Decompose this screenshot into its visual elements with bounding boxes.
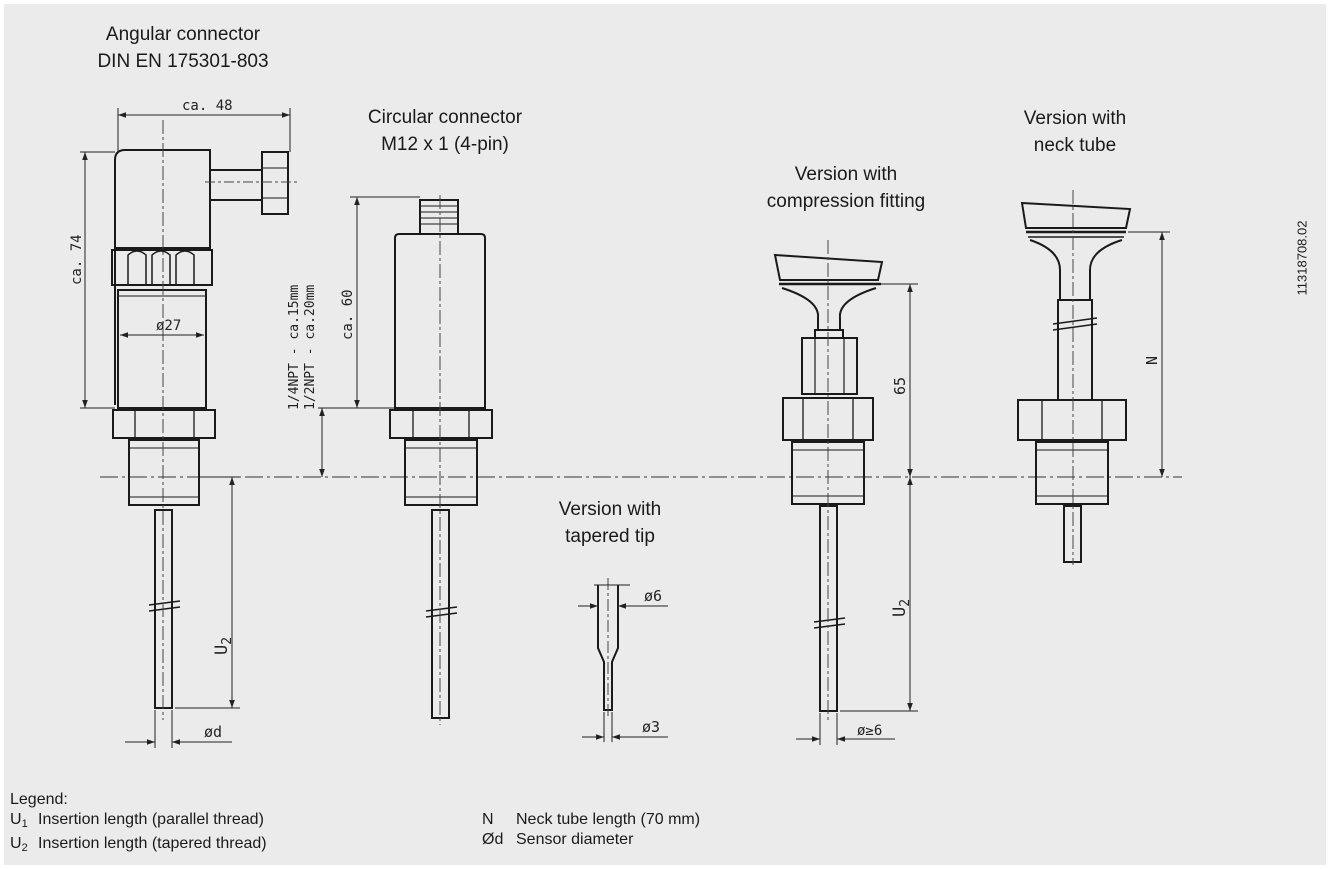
title-neck-line1: Version with	[1023, 108, 1127, 129]
legend-item-u2: U2 Insertion length (tapered thread)	[10, 834, 267, 858]
title-circular-line1: Circular connector	[367, 107, 523, 128]
dim-label-48: ca. 48	[182, 98, 233, 114]
dim-label-74: ca. 74	[69, 234, 85, 285]
legend-text-u1: Insertion length (parallel thread)	[38, 811, 264, 828]
legend-item-od: Ød Sensor diameter	[482, 830, 700, 850]
dim-label-npt-quarter: 1/4NPT - ca.15mm	[287, 285, 302, 410]
dim-label-6: ø6	[644, 587, 662, 605]
legend: Legend: U1 Insertion length (parallel thr…	[10, 790, 267, 858]
title-circular-connector: Circular connector M12 x 1 (4-pin)	[330, 104, 560, 158]
dim-label-65: 65	[891, 377, 909, 395]
legend-symbol-u2: U2	[10, 835, 28, 854]
title-neck-line2: neck tube	[1033, 135, 1117, 156]
legend-text-n: Neck tube length (70 mm)	[516, 811, 701, 828]
dim-label-u2-left: U2	[212, 637, 235, 655]
title-compression-line1: Version with	[794, 164, 898, 185]
dim-label-od: ød	[204, 723, 222, 741]
dim-label-60: ca. 60	[340, 289, 356, 340]
legend-heading: Legend:	[10, 791, 68, 808]
circular-connector-sensor	[389, 199, 493, 719]
legend-right: N Neck tube length (70 mm) Ød Sensor diame…	[482, 810, 700, 850]
dim-label-u2-right: U2	[890, 599, 913, 617]
title-compression-line2: compression fitting	[766, 191, 926, 212]
title-tapered-line2: tapered tip	[565, 526, 655, 547]
legend-item-n: N Neck tube length (70 mm)	[482, 810, 700, 830]
dim-label-27: ø27	[156, 318, 181, 334]
dim-label-ge6: ø≥6	[857, 723, 882, 739]
drawing-panel	[4, 4, 1326, 865]
legend-symbol-od: Ød	[482, 831, 504, 848]
document-number: 11318708.02	[1294, 220, 1310, 296]
legend-symbol-n: N	[482, 811, 494, 828]
title-tapered-tip: Version with tapered tip	[530, 496, 690, 550]
dim-label-3: ø3	[642, 718, 660, 736]
title-angular-connector: Angular connector DIN EN 175301-803	[62, 21, 304, 75]
title-neck-tube: Version with neck tube	[985, 105, 1165, 159]
dim-label-n: N	[1143, 356, 1161, 365]
title-circular-line2: M12 x 1 (4-pin)	[381, 134, 509, 155]
legend-item-u1: U1 Insertion length (parallel thread)	[10, 810, 267, 834]
neck-tube-sensor	[1017, 201, 1132, 563]
legend-text-od: Sensor diameter	[516, 831, 634, 848]
title-angular-line2: DIN EN 175301-803	[97, 51, 269, 72]
legend-text-u2: Insertion length (tapered thread)	[38, 835, 267, 852]
title-compression-fitting: Version with compression fitting	[740, 161, 952, 215]
legend-symbol-u1: U1	[10, 811, 28, 830]
dim-label-npt-half: 1/2NPT - ca.20mm	[303, 285, 318, 410]
title-tapered-line1: Version with	[558, 499, 662, 520]
title-angular-line1: Angular connector	[105, 24, 261, 45]
angular-connector-sensor	[111, 149, 289, 709]
